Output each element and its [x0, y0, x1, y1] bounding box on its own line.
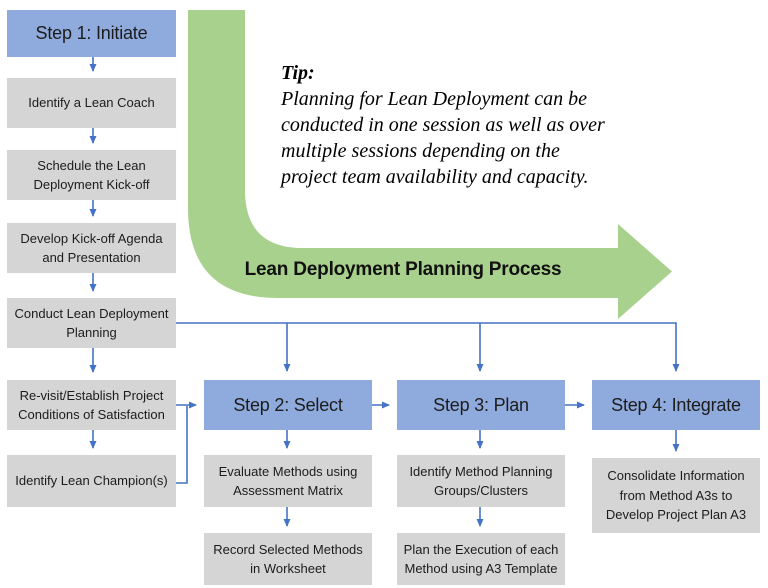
flow-connectors — [89, 57, 680, 527]
box-revisit-conditions: Re-visit/Establish Project Conditions of… — [7, 380, 176, 430]
step3-title-box: Step 3: Plan — [397, 380, 565, 430]
tip-block: Tip: Planning for Lean Deployment can be… — [281, 60, 641, 190]
box-consolidate-information: Consolidate Information from Method A3s … — [592, 458, 760, 533]
step4-title-box: Step 4: Integrate — [592, 380, 760, 430]
box-conduct-planning: Conduct Lean Deployment Planning — [7, 298, 176, 348]
box-record-methods: Record Selected Methods in Worksheet — [204, 533, 372, 585]
box-identify-lean-coach: Identify a Lean Coach — [7, 78, 176, 128]
box-plan-execution: Plan the Execution of each Method using … — [397, 533, 565, 585]
box-develop-agenda: Develop Kick-off Agenda and Presentation — [7, 223, 176, 273]
tip-body: Planning for Lean Deployment can be cond… — [281, 88, 605, 188]
process-flow-arrow — [188, 10, 672, 319]
box-identify-groups: Identify Method Planning Groups/Clusters — [397, 455, 565, 507]
process-banner-label: Lean Deployment Planning Process — [244, 259, 562, 280]
box-evaluate-methods: Evaluate Methods using Assessment Matrix — [204, 455, 372, 507]
box-schedule-kickoff: Schedule the Lean Deployment Kick-off — [7, 150, 176, 200]
step1-title-box: Step 1: Initiate — [7, 10, 176, 57]
step2-title-box: Step 2: Select — [204, 380, 372, 430]
box-identify-champion: Identify Lean Champion(s) — [7, 455, 176, 507]
tip-title: Tip: — [281, 62, 315, 84]
